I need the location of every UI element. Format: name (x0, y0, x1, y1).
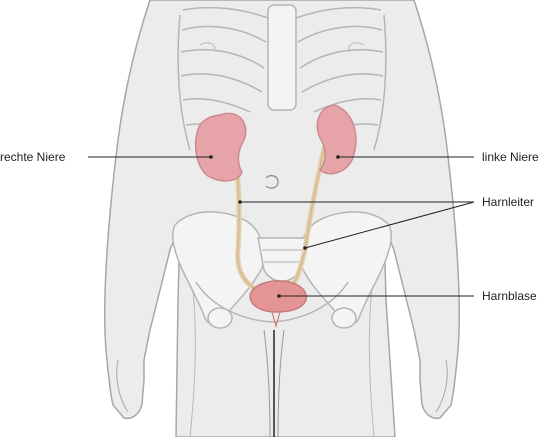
leader-ureter-2 (304, 201, 475, 249)
left-kidney (316, 104, 357, 175)
label-right-kidney: rechte Niere (0, 150, 66, 164)
label-bladder: Harnblase (482, 289, 537, 303)
navel (265, 175, 279, 189)
leader-lines (88, 156, 475, 297)
body-silhouette (104, 0, 460, 437)
rib-cage (177, 4, 387, 151)
label-left-kidney: linke Niere (482, 150, 539, 164)
label-ureter: Harnleiter (482, 195, 535, 209)
right-kidney (194, 112, 247, 182)
